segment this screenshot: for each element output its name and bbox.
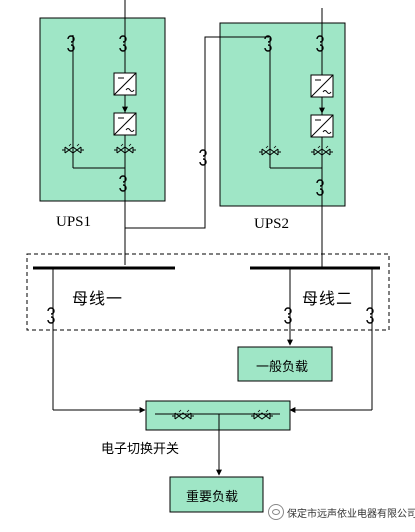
- general-load-label: 一般负载: [256, 360, 309, 375]
- switch-label: 电子切换开关: [101, 442, 180, 457]
- critical-load-box: [169, 476, 264, 513]
- tie-line: [125, 36, 270, 229]
- critical-load-label: 重要负载: [186, 490, 239, 505]
- ups1-panel: [39, 17, 166, 202]
- bus1-label: 母线一: [72, 289, 124, 308]
- bus-enclosure: [26, 253, 390, 331]
- ups2-label: UPS2: [254, 216, 290, 232]
- watermark-text: 保定市远声依业电器有限公司: [287, 508, 415, 520]
- ups1-rectifier-icon: [113, 72, 137, 96]
- ups2-rectifier-icon: [310, 74, 334, 98]
- general-load-box: [237, 346, 333, 382]
- transfer-switch-box: [145, 400, 291, 431]
- ups1-inverter-icon: [113, 112, 137, 136]
- wechat-icon: [268, 504, 284, 520]
- ups2-inverter-icon: [310, 114, 334, 138]
- ups1-label: UPS1: [56, 214, 92, 230]
- watermark: 保定市远声依业电器有限公司: [268, 504, 415, 520]
- bus2-label: 母线二: [302, 289, 354, 308]
